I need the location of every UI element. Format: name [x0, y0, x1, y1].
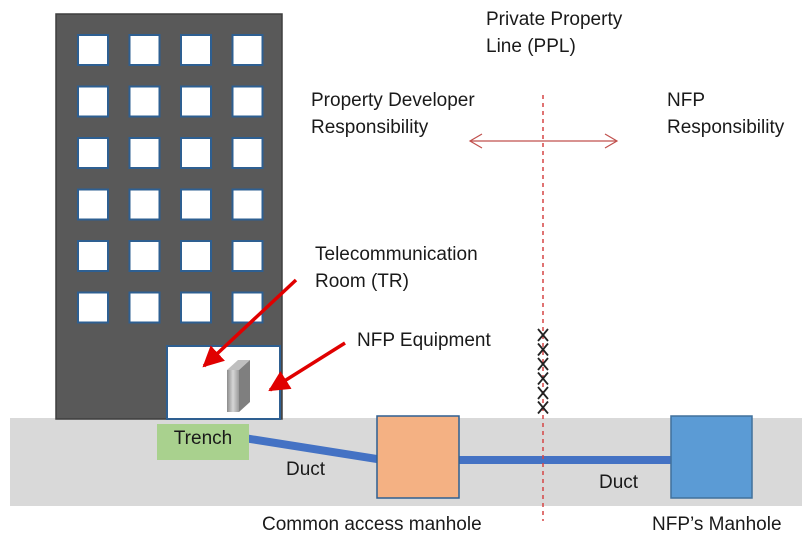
nfp-label-line-1: NFP: [667, 90, 705, 111]
common-manhole-label: Common access manhole: [262, 514, 482, 535]
building-window: [180, 85, 212, 118]
building-window: [77, 137, 109, 169]
ppl-label-line-2: Line (PPL): [486, 36, 576, 57]
building-window: [180, 240, 212, 272]
cut-mark: [537, 328, 549, 342]
common-access-manhole: [376, 415, 460, 499]
building-window: [128, 85, 161, 118]
nfp-manhole: [670, 415, 753, 499]
nfp-responsibility-label: NFP Responsibility: [667, 87, 784, 141]
cut-mark: [537, 400, 549, 415]
building-window: [231, 188, 264, 221]
duct-left-label: Duct: [286, 459, 326, 480]
tr-label: Telecommunication Room (TR): [315, 241, 478, 295]
trench: [157, 424, 249, 460]
tr-label-line-1: Telecommunication: [315, 244, 478, 265]
building-window: [128, 291, 161, 324]
ppl-label: Private Property Line (PPL): [486, 6, 622, 60]
building-window: [77, 291, 109, 324]
building-window: [180, 291, 212, 324]
telecommunication-room: [166, 345, 281, 420]
building-window: [231, 291, 264, 324]
building-window: [128, 240, 161, 272]
building-window: [128, 34, 161, 66]
building-window: [180, 137, 212, 169]
cut-mark: [537, 357, 549, 371]
equipment-pointer-arrow: [268, 341, 346, 392]
building-window: [231, 34, 264, 66]
developer-label-line-2: Responsibility: [311, 117, 429, 138]
responsibility-arrow-right-head: [604, 133, 619, 149]
building-window: [77, 188, 109, 221]
building-window: [128, 188, 161, 221]
trench-label: Trench: [173, 428, 233, 449]
ppl-label-line-1: Private Property: [486, 9, 623, 30]
cut-marks: [537, 328, 549, 415]
tr-label-line-2: Room (TR): [315, 271, 409, 292]
building-windows: [77, 34, 264, 324]
building-window: [77, 240, 109, 272]
building-window: [180, 188, 212, 221]
building-window: [128, 137, 161, 169]
nfp-equipment-icon: [227, 360, 250, 412]
building-window: [77, 85, 109, 118]
nfp-manhole-label: NFP’s Manhole: [652, 514, 782, 535]
cut-mark: [537, 386, 549, 400]
building-window: [231, 137, 264, 169]
developer-label-line-1: Property Developer: [311, 90, 475, 111]
cut-mark: [537, 342, 549, 357]
tr-pointer-arrow: [202, 278, 298, 368]
duct-right-label: Duct: [599, 472, 639, 493]
cut-mark: [537, 371, 549, 386]
building-window: [77, 34, 109, 66]
nfp-label-line-2: Responsibility: [667, 117, 785, 138]
building-window: [231, 85, 264, 118]
responsibility-arrow-left-head: [468, 133, 483, 149]
duct-pipe-left: [243, 434, 384, 464]
developer-responsibility-label: Property Developer Responsibility: [311, 87, 475, 141]
nfp-equipment-label: NFP Equipment: [357, 330, 491, 351]
building-window: [231, 240, 264, 272]
building-window: [180, 34, 212, 66]
